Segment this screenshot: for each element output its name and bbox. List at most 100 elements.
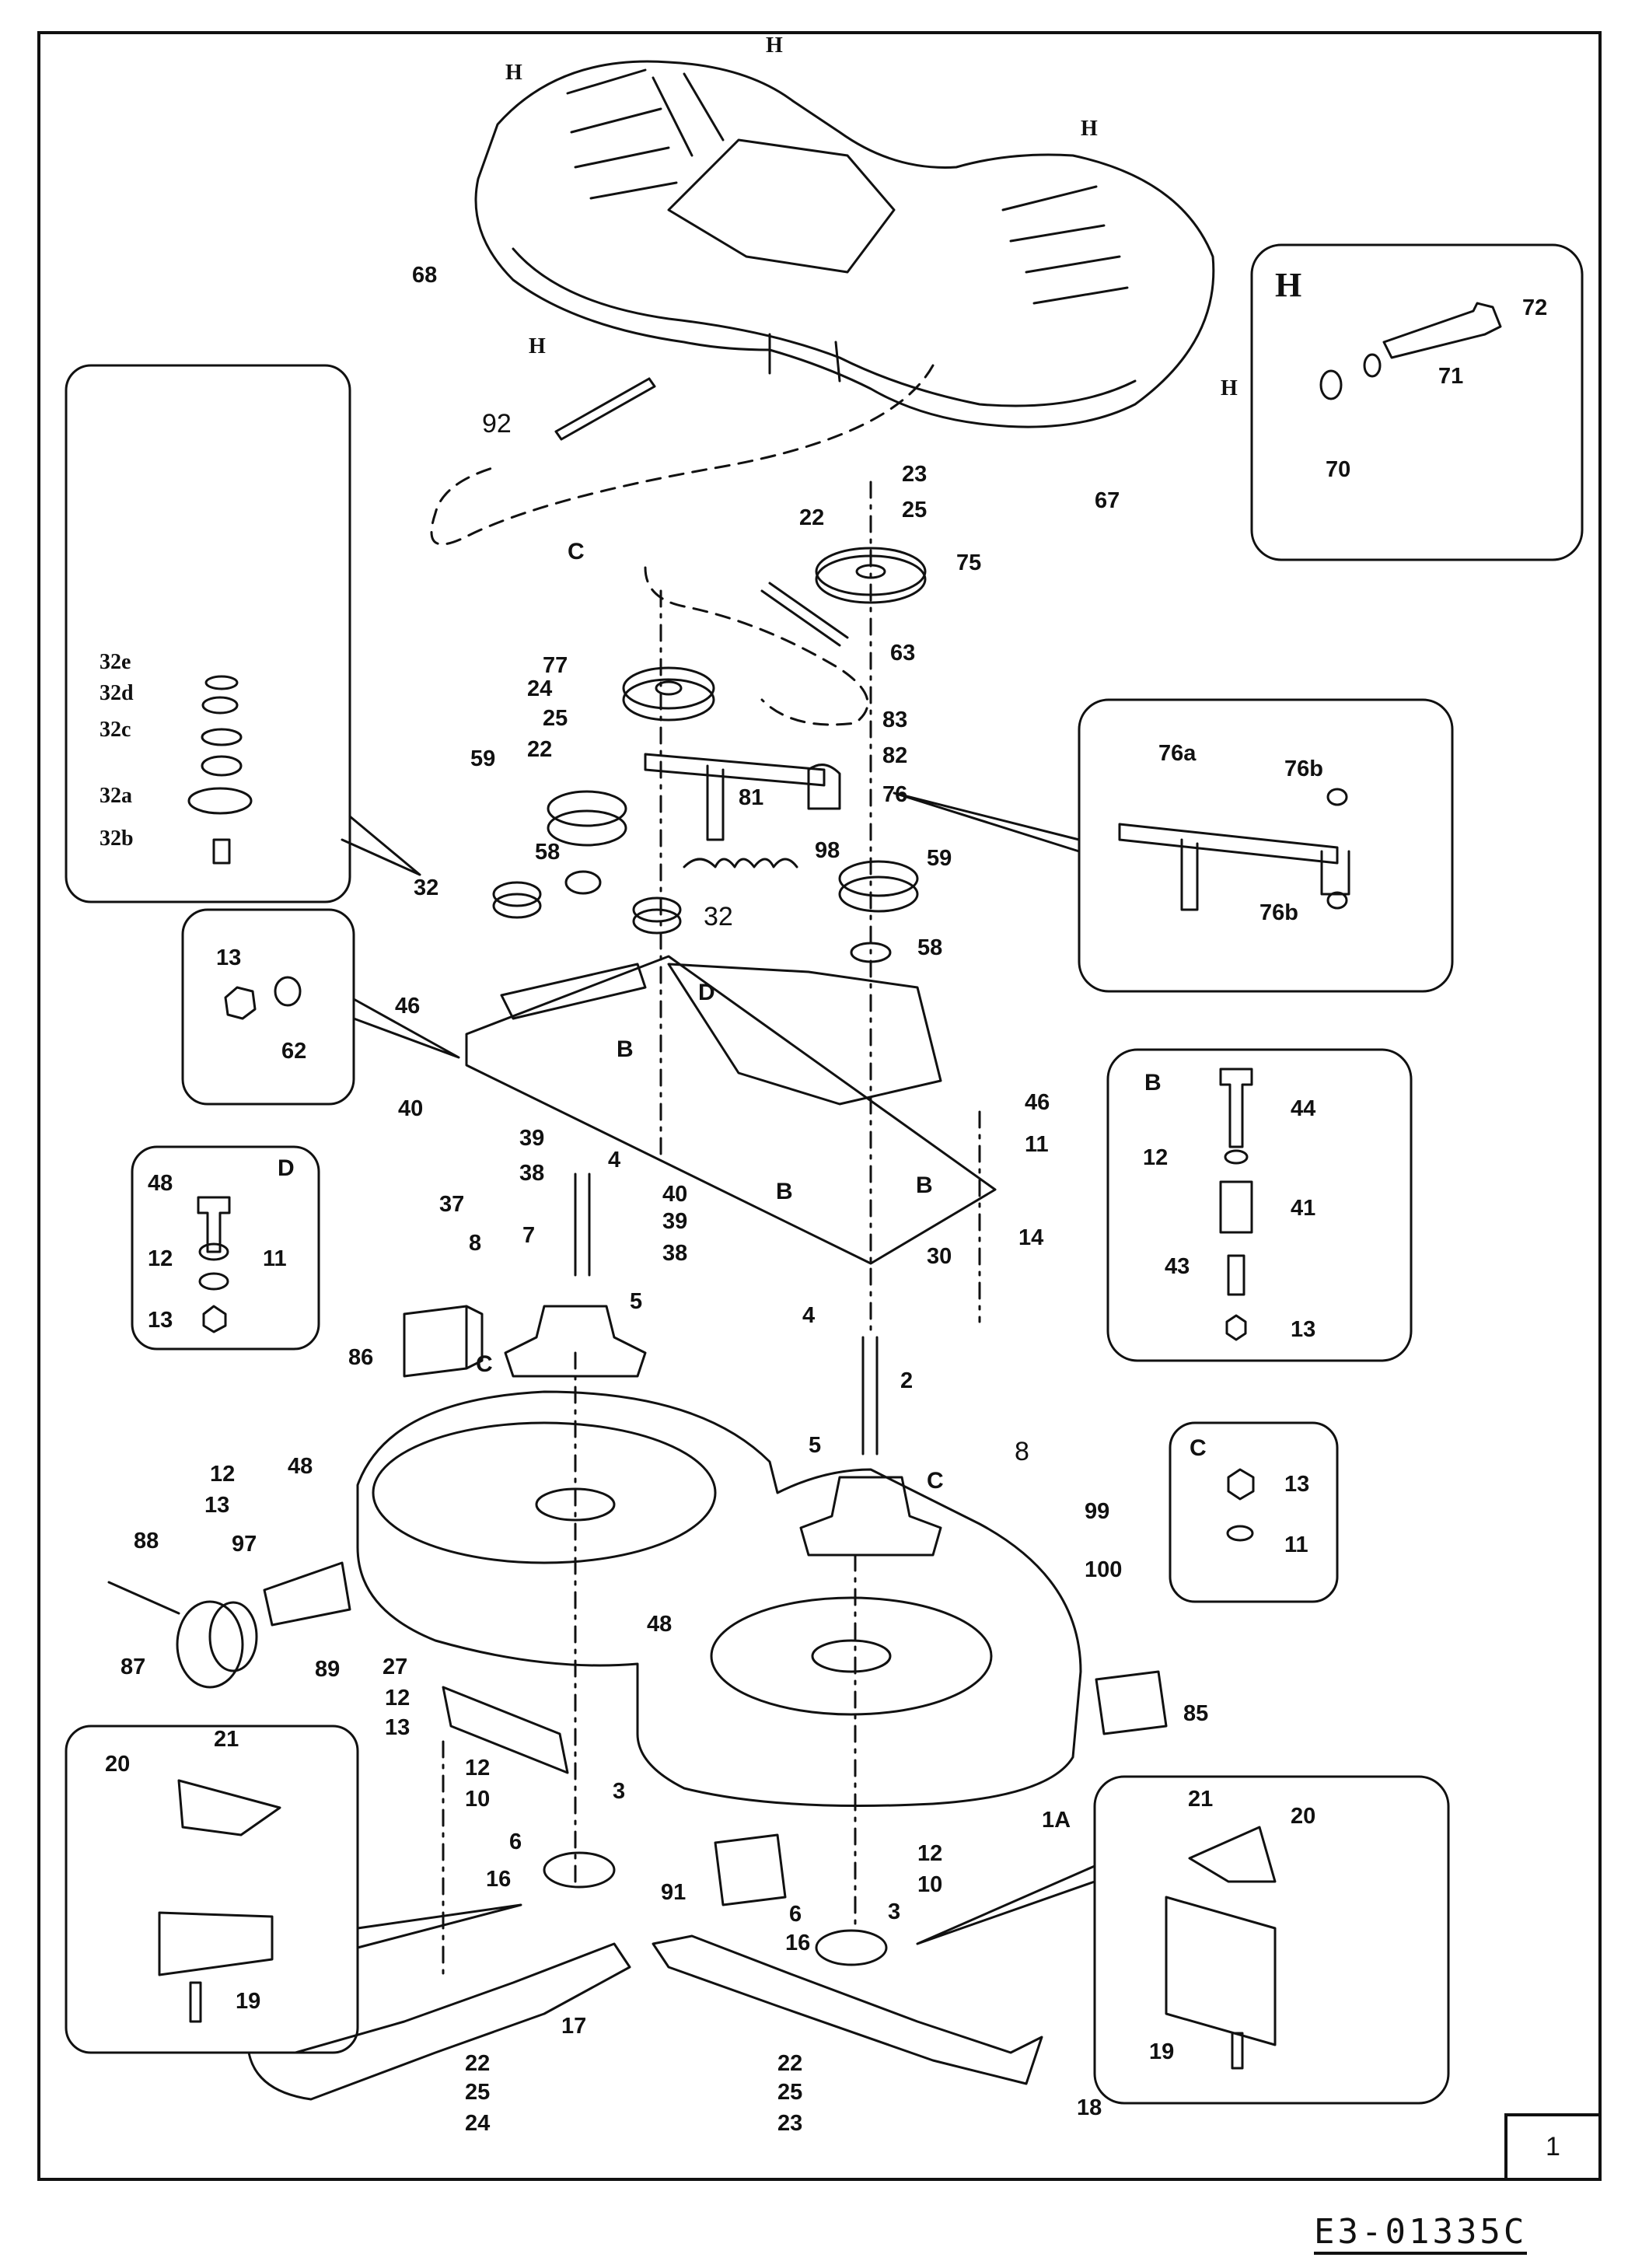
document-code: E3-01335C <box>1314 2212 1528 2255</box>
adapter-16-shape <box>543 1851 616 1889</box>
callout-68: 68 <box>412 263 438 288</box>
callout-4: 4 <box>608 1148 621 1172</box>
detail-b-part-13: 13 <box>1291 1317 1316 1342</box>
blade-right-part-19: 19 <box>1149 2039 1175 2064</box>
callout-32: 32 <box>704 902 733 931</box>
callout-97: 97 <box>232 1532 257 1557</box>
callout-46: 46 <box>1025 1090 1050 1115</box>
belt-c-shape <box>430 364 935 726</box>
callout-67: 67 <box>1095 488 1120 513</box>
callout-22: 22 <box>465 2051 491 2076</box>
detail-b-part-44: 44 <box>1291 1096 1316 1121</box>
callout-h: H <box>766 33 783 58</box>
deck-1a-shape <box>356 1390 1082 1807</box>
callout-91: 91 <box>661 1880 686 1905</box>
callout-25: 25 <box>777 2080 803 2105</box>
callout-59: 59 <box>927 846 952 871</box>
detail-d-part-13: 13 <box>148 1308 173 1333</box>
detail-76-part-76a: 76a <box>1158 741 1197 766</box>
detail-h-part-72: 72 <box>1522 295 1548 320</box>
callout-4: 4 <box>802 1303 816 1328</box>
callout-82: 82 <box>882 743 908 768</box>
callout-76: 76 <box>882 782 908 807</box>
callout-23: 23 <box>902 462 928 487</box>
callout-7: 7 <box>522 1223 536 1248</box>
callout-27: 27 <box>383 1655 408 1679</box>
blade-18-shape <box>652 1934 1043 2085</box>
callout-89: 89 <box>315 1657 341 1682</box>
callout-6: 6 <box>789 1902 802 1927</box>
blade-right-part-20: 20 <box>1291 1804 1316 1829</box>
detail-13-62-part-62: 62 <box>281 1039 307 1064</box>
bracket-85-shape <box>1095 1670 1168 1735</box>
callout-h: H <box>1221 376 1238 400</box>
callout-38: 38 <box>662 1241 688 1266</box>
callout-22: 22 <box>777 2051 803 2076</box>
detail-h-part-70: 70 <box>1326 457 1351 482</box>
callout-8: 8 <box>1015 1437 1029 1466</box>
detail-c-title: C <box>1190 1435 1207 1461</box>
wheel-87-shape <box>107 1561 351 1689</box>
callout-23: 23 <box>777 2111 803 2136</box>
callout-12: 12 <box>917 1841 943 1866</box>
callout-39: 39 <box>519 1126 545 1151</box>
detail-b-title: B <box>1144 1070 1162 1096</box>
detail-b-part-12: 12 <box>1143 1145 1169 1170</box>
callout-10: 10 <box>465 1787 491 1812</box>
callout-77: 77 <box>543 653 568 678</box>
callout-40: 40 <box>662 1182 688 1207</box>
callout-30: 30 <box>927 1244 952 1269</box>
plate-30-shape <box>465 955 997 1265</box>
callout-22: 22 <box>799 505 825 530</box>
callout-2: 2 <box>900 1368 914 1393</box>
callout-81: 81 <box>739 785 764 810</box>
detail-32-part-32b: 32b <box>100 826 134 851</box>
detail-b-part-43: 43 <box>1165 1254 1190 1279</box>
detail-d-part-48: 48 <box>148 1171 173 1196</box>
shaft-2-shape <box>861 1336 879 1456</box>
detail-76-part-76b: 76b <box>1259 900 1298 925</box>
callout-b: B <box>916 1172 933 1198</box>
pin-92-shape <box>554 377 656 441</box>
page-number: 1 <box>1546 2132 1560 2161</box>
detail-c-part-13: 13 <box>1284 1472 1310 1497</box>
pulley-59-shape <box>547 790 919 913</box>
blade-left-part-20: 20 <box>105 1752 131 1777</box>
detail-13-62-part-13: 13 <box>216 945 242 970</box>
bracket-27-shape <box>442 1686 569 1774</box>
callout-5: 5 <box>630 1289 643 1314</box>
bracket-86-shape <box>403 1305 484 1378</box>
blade-17-shape <box>247 1942 631 2101</box>
callout-48: 48 <box>647 1612 673 1637</box>
callout-85: 85 <box>1183 1701 1209 1726</box>
detail-76-part-76b: 76b <box>1284 757 1323 781</box>
detail-d-title: D <box>278 1155 295 1181</box>
callout-3: 3 <box>613 1779 626 1804</box>
callout-16: 16 <box>486 1867 512 1892</box>
callout-18: 18 <box>1077 2095 1102 2120</box>
spring-98-shape <box>683 858 798 868</box>
callout-46: 46 <box>395 994 421 1019</box>
callout-12: 12 <box>210 1462 236 1487</box>
detail-32-part-32a: 32a <box>100 784 132 808</box>
blade-left-part-19: 19 <box>236 1989 261 2014</box>
callout-6: 6 <box>509 1829 522 1854</box>
callout-88: 88 <box>134 1529 159 1553</box>
callout-100: 100 <box>1085 1557 1123 1582</box>
callout-99: 99 <box>1085 1499 1110 1524</box>
shaft-7-shape <box>574 1172 591 1277</box>
callout-5: 5 <box>809 1433 822 1458</box>
callout-25: 25 <box>465 2080 491 2105</box>
detail-h-title: H <box>1275 266 1302 304</box>
callout-25: 25 <box>902 498 928 522</box>
callout-c: C <box>927 1468 944 1494</box>
blade-right-part-21: 21 <box>1188 1787 1214 1812</box>
belt-63-shape <box>760 582 849 647</box>
callout-58: 58 <box>917 935 943 960</box>
page-number-box: 1 <box>1504 2113 1602 2181</box>
callout-86: 86 <box>348 1345 374 1370</box>
callout-98: 98 <box>815 838 840 863</box>
pulley-77-shape <box>622 666 715 722</box>
callout-63: 63 <box>890 641 916 666</box>
